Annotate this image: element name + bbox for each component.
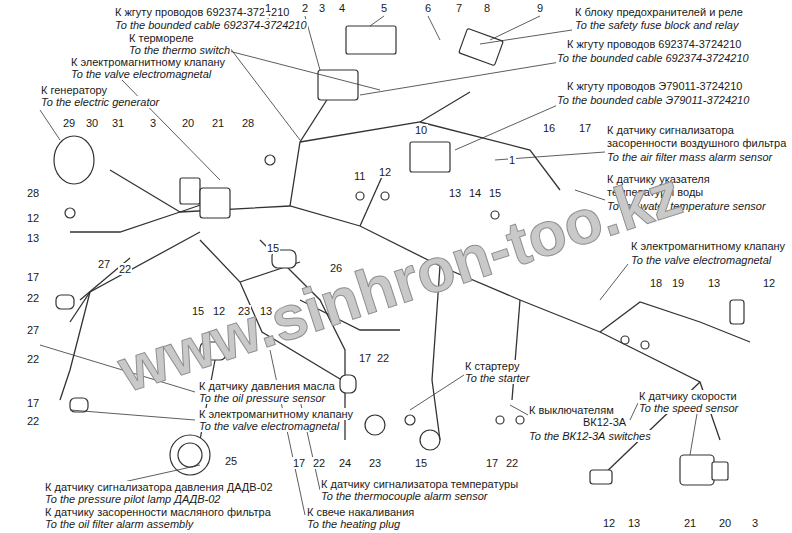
callout-number: 13 [26,232,40,244]
part-label-english: To the valve electromagnetal [630,254,772,266]
callout-number: 14 [468,187,482,199]
callout-number: 22 [26,353,40,365]
part-label: К датчику сигнализатора давления ДАДВ-02 [44,481,274,493]
part-label-english: To the bounded cable Э79011-3724210 [556,94,750,106]
part-label-english: To the ВК12-3А switches [528,430,652,442]
part-label-english: To the air filter mass alarm sensor [606,151,773,163]
callout-number: 9 [536,2,544,14]
callout-number: 31 [111,117,125,129]
callout-number: 22 [118,263,132,275]
callout-number: 8 [483,2,491,14]
callout-number: 21 [211,117,225,129]
part-label: К стартеру [464,360,520,372]
callout-number: 30 [85,117,99,129]
callout-number: 27 [26,324,40,336]
callout-number: 20 [718,517,732,529]
callout-number: 29 [62,117,76,129]
callout-number: 4 [338,2,346,14]
part-label-english: To the thermo switch [128,44,231,56]
callout-number: 22 [376,352,390,364]
callout-number: 24 [338,457,352,469]
part-label: К датчику сигнализатора [606,124,735,136]
callout-number: 16 [542,122,556,134]
callout-number: 17 [292,457,306,469]
part-label: К датчику сигнализатора температуры [320,478,519,490]
callout-number: 18 [649,277,663,289]
callout-number: 17 [26,397,40,409]
callout-number: 12 [762,277,776,289]
callout-number: 1 [264,2,272,14]
part-label: К жгуту проводов Э79011-3724210 [566,80,743,92]
callout-number: 21 [683,517,697,529]
callout-number: 22 [505,457,519,469]
callout-number: 28 [26,187,40,199]
part-label: К электромагнитному клапану [630,240,786,252]
callout-number: 12 [26,212,40,224]
part-label: К выключателям [528,404,615,416]
part-label: К датчику давления масла [198,380,336,392]
callout-number: 6 [424,2,432,14]
callout-number: 22 [312,457,326,469]
part-label-english: To the heating plug [306,518,401,530]
callout-number: 17 [485,457,499,469]
part-label-english: To the electric generator [40,96,160,108]
callout-number: 3 [149,117,157,129]
part-label-english: To the valve electromagnetal [198,420,340,432]
callout-number: 25 [224,455,238,467]
part-label-english: To the thermocouple alarm sensor [320,490,489,502]
callout-number: 3 [318,2,326,14]
callout-number: 27 [97,258,111,270]
callout-number: 3 [751,517,759,529]
part-label-english: To the valve electromagnetal [70,68,212,80]
callout-number: 1 [508,154,516,166]
part-label-english: To the speed sensor [638,402,739,414]
part-label: К свече накаливания [306,506,415,518]
callout-number: 22 [26,415,40,427]
callout-number: 17 [358,352,372,364]
callout-number: 2 [301,2,309,14]
part-label: К электромагнитному клапану [70,56,226,68]
part-label-english: To the starter [464,372,530,384]
callout-number: 13 [627,517,641,529]
part-label: засоренности воздушного фильтра [606,137,787,149]
part-label-english: To the safety fuse block and relay [574,19,739,31]
callout-number: 19 [671,277,685,289]
part-label: К электромагнитному клапану [198,408,354,420]
callout-number: 13 [448,187,462,199]
part-label: К жгуту проводов 692374-3724210 [566,38,742,50]
callout-number: 28 [241,117,255,129]
callout-number: 23 [368,457,382,469]
harness-wires [60,92,750,478]
callout-number: 17 [578,122,592,134]
part-label-english: To the bounded cable 692374-3724210 [556,52,750,64]
callout-number: 15 [414,457,428,469]
callout-number: 15 [488,187,502,199]
part-label: К блоку предохранителей и реле [574,6,744,18]
callout-number: 5 [380,2,388,14]
callout-number: 7 [455,2,463,14]
part-label: К датчику скорости [638,390,738,402]
callout-number: 12 [602,517,616,529]
callout-number: 11 [353,170,366,182]
part-label: К генератору [40,84,108,96]
part-label: К термореле [128,32,195,44]
callout-number: 20 [181,117,195,129]
callout-number: 17 [26,271,40,283]
part-label: ВК12-3А [582,416,627,428]
callout-number: 12 [378,166,392,178]
callout-number: 15 [266,242,280,254]
part-label-english: To the bounded cable 692374-3724210 [114,19,308,31]
callout-number: 10 [414,124,428,136]
callout-number: 13 [707,277,721,289]
part-label: К датчику засоренности масляного фильтра [44,506,272,518]
part-label-english: To the oil pressure sensor [198,392,326,404]
part-label-english: To the pressure pilot lamp ДАДВ-02 [44,493,221,505]
part-label-english: To the oil filter alarm assembly [44,518,194,530]
callout-number: 22 [26,292,40,304]
